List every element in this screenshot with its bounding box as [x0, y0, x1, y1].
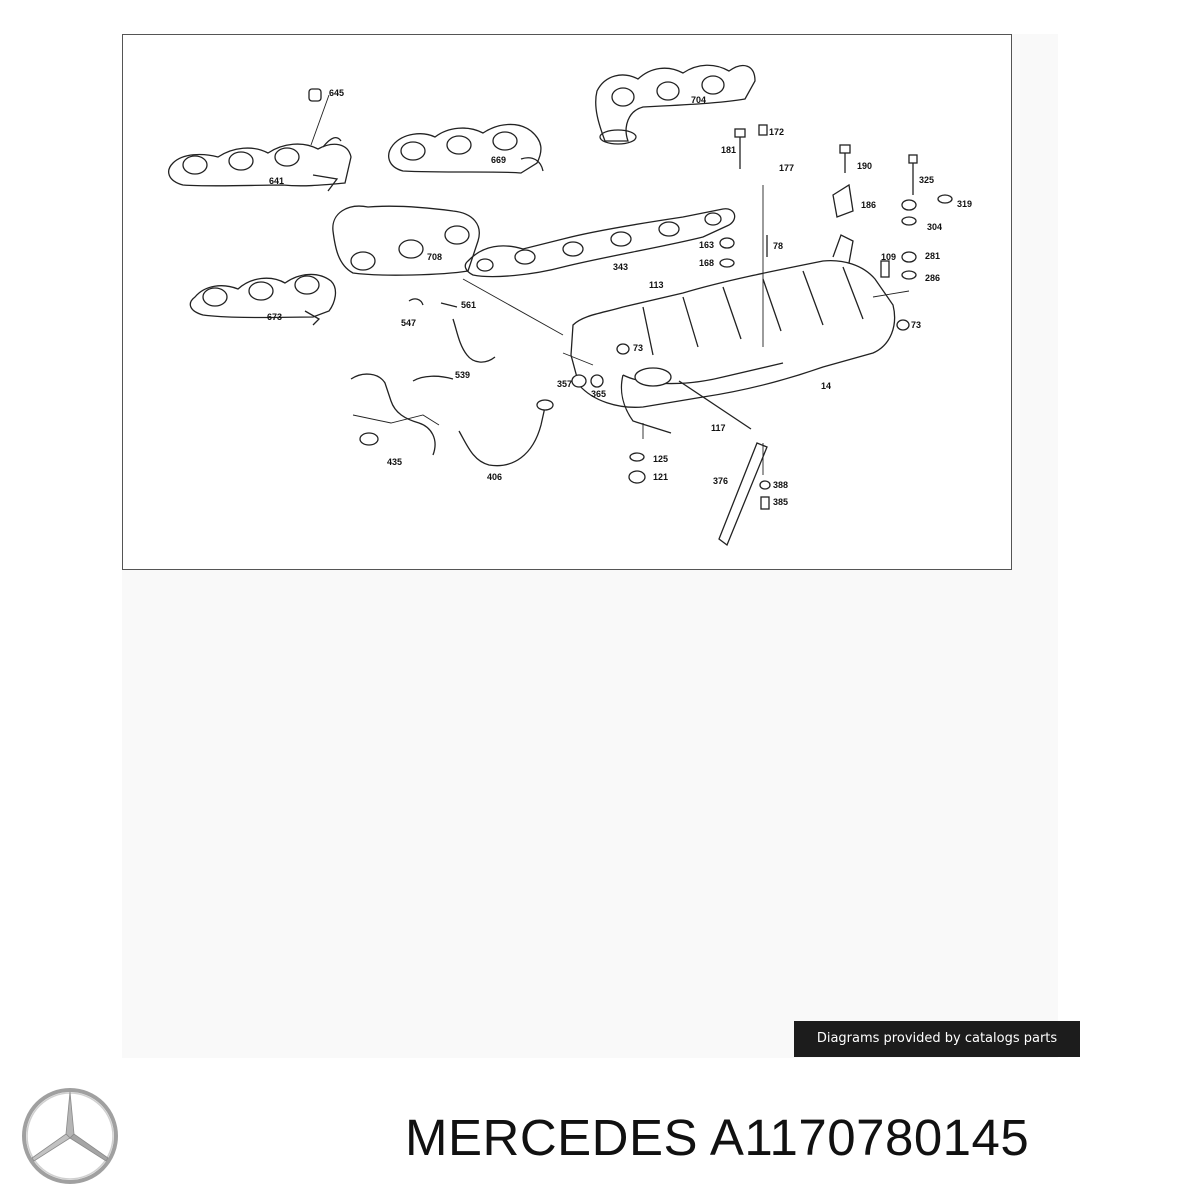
callout-label: 286: [925, 273, 940, 283]
callout-label: 281: [925, 251, 940, 261]
diagram-credit-banner: Diagrams provided by catalogs parts: [794, 1021, 1080, 1057]
callout-label: 435: [387, 457, 402, 467]
callout-label: 376: [713, 476, 728, 486]
exhaust-manifold-708: [332, 205, 480, 276]
callout-label: 343: [613, 262, 628, 272]
callout-label: 14: [821, 381, 831, 391]
mercedes-star-icon: [22, 1088, 118, 1184]
part-title: MERCEDES A1170780145: [405, 1108, 1029, 1167]
hoses: [350, 318, 554, 467]
callout-label: 547: [401, 318, 416, 328]
callout-label: 708: [427, 252, 442, 262]
callout-label: 304: [927, 222, 942, 232]
callout-label: 641: [269, 176, 284, 186]
part-number: A1170780145: [709, 1109, 1030, 1166]
callout-label: 325: [919, 175, 934, 185]
leader-lines: [352, 185, 910, 475]
callout-label: 365: [591, 389, 606, 399]
gasket-343: [464, 208, 736, 278]
callout-label: 163: [699, 240, 714, 250]
exhaust-manifold-669: [388, 123, 544, 174]
callout-label: 357: [557, 379, 572, 389]
exhaust-manifold-641: [168, 88, 352, 192]
brand-name: MERCEDES: [405, 1109, 699, 1166]
callout-label: 186: [861, 200, 876, 210]
callout-label: 319: [957, 199, 972, 209]
callout-label: 177: [779, 163, 794, 173]
callout-label: 406: [487, 472, 502, 482]
callout-label: 645: [329, 88, 344, 98]
callout-label: 117: [711, 423, 726, 433]
callout-label: 704: [691, 95, 706, 105]
parts-diagram: 645 704 172 181 177 190 641 669 325 319 …: [122, 34, 1012, 570]
callout-label: 113: [649, 280, 664, 290]
callout-label: 172: [769, 127, 784, 137]
callout-label: 385: [773, 497, 788, 507]
callout-label: 388: [773, 480, 788, 490]
callout-label: 190: [857, 161, 872, 171]
callout-label: 669: [491, 155, 506, 165]
callout-label: 73: [911, 320, 921, 330]
intake-manifold-14: [570, 234, 896, 434]
callout-label: 73: [633, 343, 643, 353]
callout-labels: 645 704 172 181 177 190 641 669 325 319 …: [267, 88, 972, 507]
exhaust-manifold-673: [189, 273, 337, 326]
callout-label: 168: [699, 258, 714, 268]
callout-label: 561: [461, 300, 476, 310]
callout-label: 673: [267, 312, 282, 322]
callout-label: 109: [881, 252, 896, 262]
fasteners: [408, 124, 953, 547]
exhaust-manifold-704: [595, 64, 756, 145]
callout-label: 121: [653, 472, 668, 482]
callout-label: 78: [773, 241, 783, 251]
callout-label: 539: [455, 370, 470, 380]
callout-label: 125: [653, 454, 668, 464]
parts-diagram-drawing: 645 704 172 181 177 190 641 669 325 319 …: [168, 64, 972, 547]
callout-label: 181: [721, 145, 736, 155]
